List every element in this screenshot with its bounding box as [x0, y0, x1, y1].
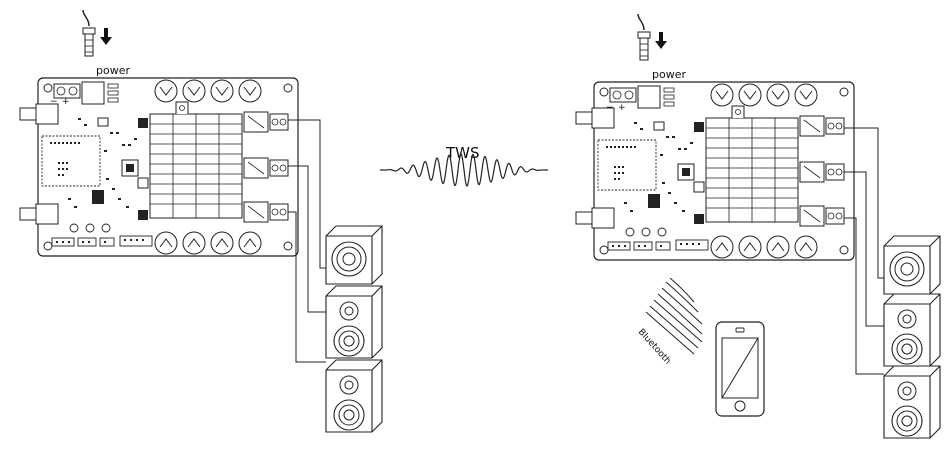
right-power-label: power	[652, 68, 686, 81]
left-speaker-wires	[288, 119, 326, 363]
right-speaker-middle-icon	[883, 293, 941, 367]
left-power-plug-icon	[82, 9, 96, 57]
right-speaker-top-icon	[883, 235, 941, 295]
right-arrow-down-icon	[655, 32, 667, 49]
right-power-plug-icon	[637, 13, 651, 61]
tws-label: TWS	[445, 144, 480, 162]
bluetooth-waves-icon	[645, 277, 703, 355]
left-speaker-bottom-icon	[325, 359, 383, 433]
right-speaker-wires	[844, 127, 884, 375]
right-speaker-bottom-icon	[883, 365, 941, 439]
left-polarity-minus: −	[50, 97, 58, 107]
tws-wave-icon	[380, 153, 548, 187]
smartphone-icon	[715, 321, 765, 417]
right-polarity-plus: +	[618, 103, 626, 113]
left-arrow-down-icon	[100, 28, 112, 45]
left-power-label: power	[96, 64, 130, 77]
right-polarity-minus: −	[606, 103, 614, 113]
left-speaker-middle-icon	[325, 285, 383, 359]
left-polarity-plus: +	[62, 97, 70, 107]
bluetooth-label: Bluetooth	[636, 327, 673, 366]
left-speaker-top-icon	[325, 225, 383, 285]
